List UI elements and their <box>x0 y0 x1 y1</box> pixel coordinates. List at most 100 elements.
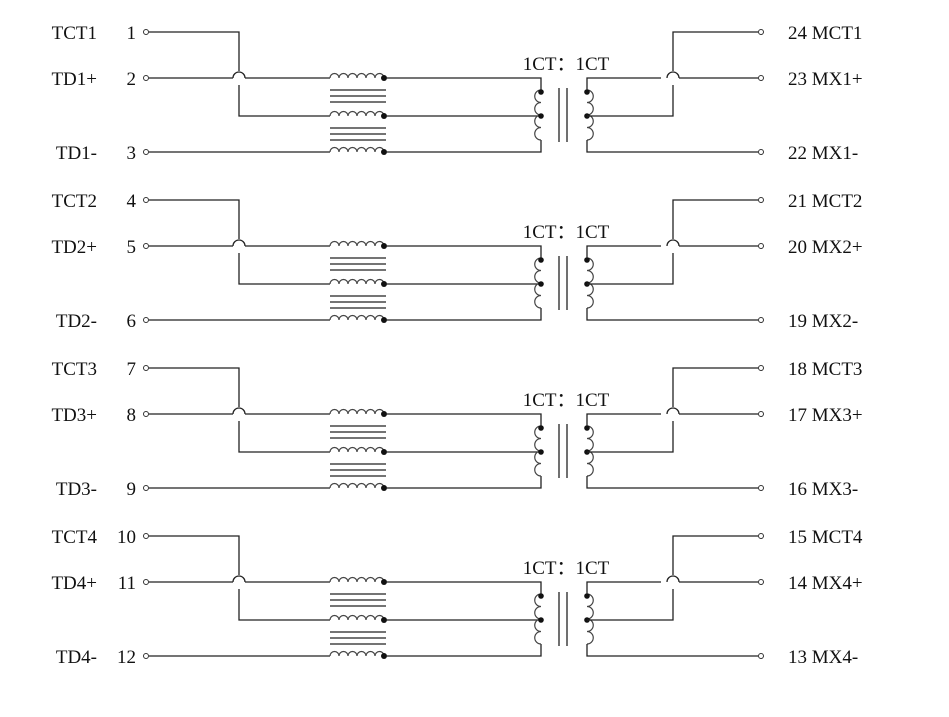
terminal-pin <box>143 75 149 81</box>
secondary-wire <box>586 308 758 321</box>
ct-pin-number: 10 <box>117 527 136 548</box>
terminal-pin <box>758 485 764 491</box>
right-pos-label: 23 MX1+ <box>788 69 863 90</box>
ct-wire <box>238 253 330 285</box>
terminal-pin <box>143 653 149 659</box>
polarity-dot <box>538 593 544 599</box>
ct-pin-number: 4 <box>127 191 137 212</box>
ct-wire <box>149 535 240 575</box>
neg-pin-name: TD1- <box>56 143 97 164</box>
primary-wire <box>386 77 542 90</box>
choke-winding <box>329 650 385 657</box>
polarity-dot <box>381 579 387 585</box>
pos-pin-name: TD4+ <box>51 573 97 594</box>
wire-crossover <box>232 239 246 247</box>
terminal-pin <box>758 317 764 323</box>
choke-winding <box>329 576 385 583</box>
right-ct-label: 18 MCT3 <box>788 359 862 380</box>
choke-winding <box>329 278 385 285</box>
primary-wire <box>386 476 542 489</box>
terminal-pin <box>143 243 149 249</box>
right-neg-label: 22 MX1- <box>788 143 858 164</box>
choke-winding <box>329 240 385 247</box>
turns-ratio-label: 1CT：1CT <box>523 54 610 75</box>
secondary-ct-wire <box>587 85 674 117</box>
wire-crossover <box>232 575 246 583</box>
secondary-ct-wire <box>672 367 758 407</box>
right-pos-label: 17 MX3+ <box>788 405 863 426</box>
choke-winding <box>329 446 385 453</box>
secondary-ct-wire <box>672 31 758 71</box>
choke-winding <box>329 314 385 321</box>
choke-winding <box>329 110 385 117</box>
pos-pin-name: TD3+ <box>51 405 97 426</box>
turns-ratio-label: 1CT：1CT <box>523 558 610 579</box>
wire-crossover <box>232 407 246 415</box>
terminal-pin <box>143 411 149 417</box>
neg-pin-name: TD3- <box>56 479 97 500</box>
pos-pin-number: 5 <box>127 237 137 258</box>
ct-wire <box>238 421 330 453</box>
primary-wire <box>386 413 542 426</box>
pos-pin-number: 11 <box>118 573 136 594</box>
polarity-dot <box>538 617 544 623</box>
polarity-dot <box>381 617 387 623</box>
secondary-wire <box>586 476 758 489</box>
secondary-wire <box>586 413 661 426</box>
secondary-ct-wire <box>587 589 674 621</box>
polarity-dot <box>538 425 544 431</box>
polarity-dot <box>538 257 544 263</box>
polarity-dot <box>381 653 387 659</box>
terminal-pin <box>143 29 149 35</box>
terminal-pin <box>143 317 149 323</box>
polarity-dot <box>584 89 590 95</box>
ct-wire <box>238 589 330 621</box>
pos-pin-name: TD1+ <box>51 69 97 90</box>
terminal-pin <box>758 365 764 371</box>
primary-wire <box>386 245 542 258</box>
polarity-dot <box>381 411 387 417</box>
pos-pin-name: TD2+ <box>51 237 97 258</box>
turns-ratio-label: 1CT：1CT <box>523 390 610 411</box>
secondary-ct-wire <box>672 535 758 575</box>
secondary-ct-wire <box>587 421 674 453</box>
polarity-dot <box>381 317 387 323</box>
polarity-dot <box>584 593 590 599</box>
primary-wire <box>386 581 542 594</box>
pos-pin-number: 8 <box>127 405 137 426</box>
terminal-pin <box>758 149 764 155</box>
polarity-dot <box>381 449 387 455</box>
polarity-dot <box>381 485 387 491</box>
polarity-dot <box>584 425 590 431</box>
terminal-pin <box>758 243 764 249</box>
choke-winding <box>329 614 385 621</box>
primary-wire <box>386 140 542 153</box>
ct-pin-name: TCT1 <box>52 23 97 44</box>
secondary-ct-wire <box>672 199 758 239</box>
terminal-pin <box>143 365 149 371</box>
secondary-wire <box>586 644 758 657</box>
terminal-pin <box>758 29 764 35</box>
polarity-dot <box>538 281 544 287</box>
terminal-pin <box>758 653 764 659</box>
wire-crossover <box>666 71 680 79</box>
ct-pin-number: 7 <box>127 359 137 380</box>
wire-crossover <box>232 71 246 79</box>
primary-wire <box>386 308 542 321</box>
terminal-pin <box>758 533 764 539</box>
ct-pin-name: TCT2 <box>52 191 97 212</box>
polarity-dot <box>381 243 387 249</box>
polarity-dot <box>538 449 544 455</box>
wire-crossover <box>666 239 680 247</box>
right-neg-label: 16 MX3- <box>788 479 858 500</box>
right-ct-label: 15 MCT4 <box>788 527 863 548</box>
neg-pin-number: 6 <box>127 311 137 332</box>
polarity-dot <box>584 257 590 263</box>
choke-winding <box>329 482 385 489</box>
terminal-pin <box>758 579 764 585</box>
pos-pin-number: 2 <box>127 69 137 90</box>
right-ct-label: 24 MCT1 <box>788 23 862 44</box>
